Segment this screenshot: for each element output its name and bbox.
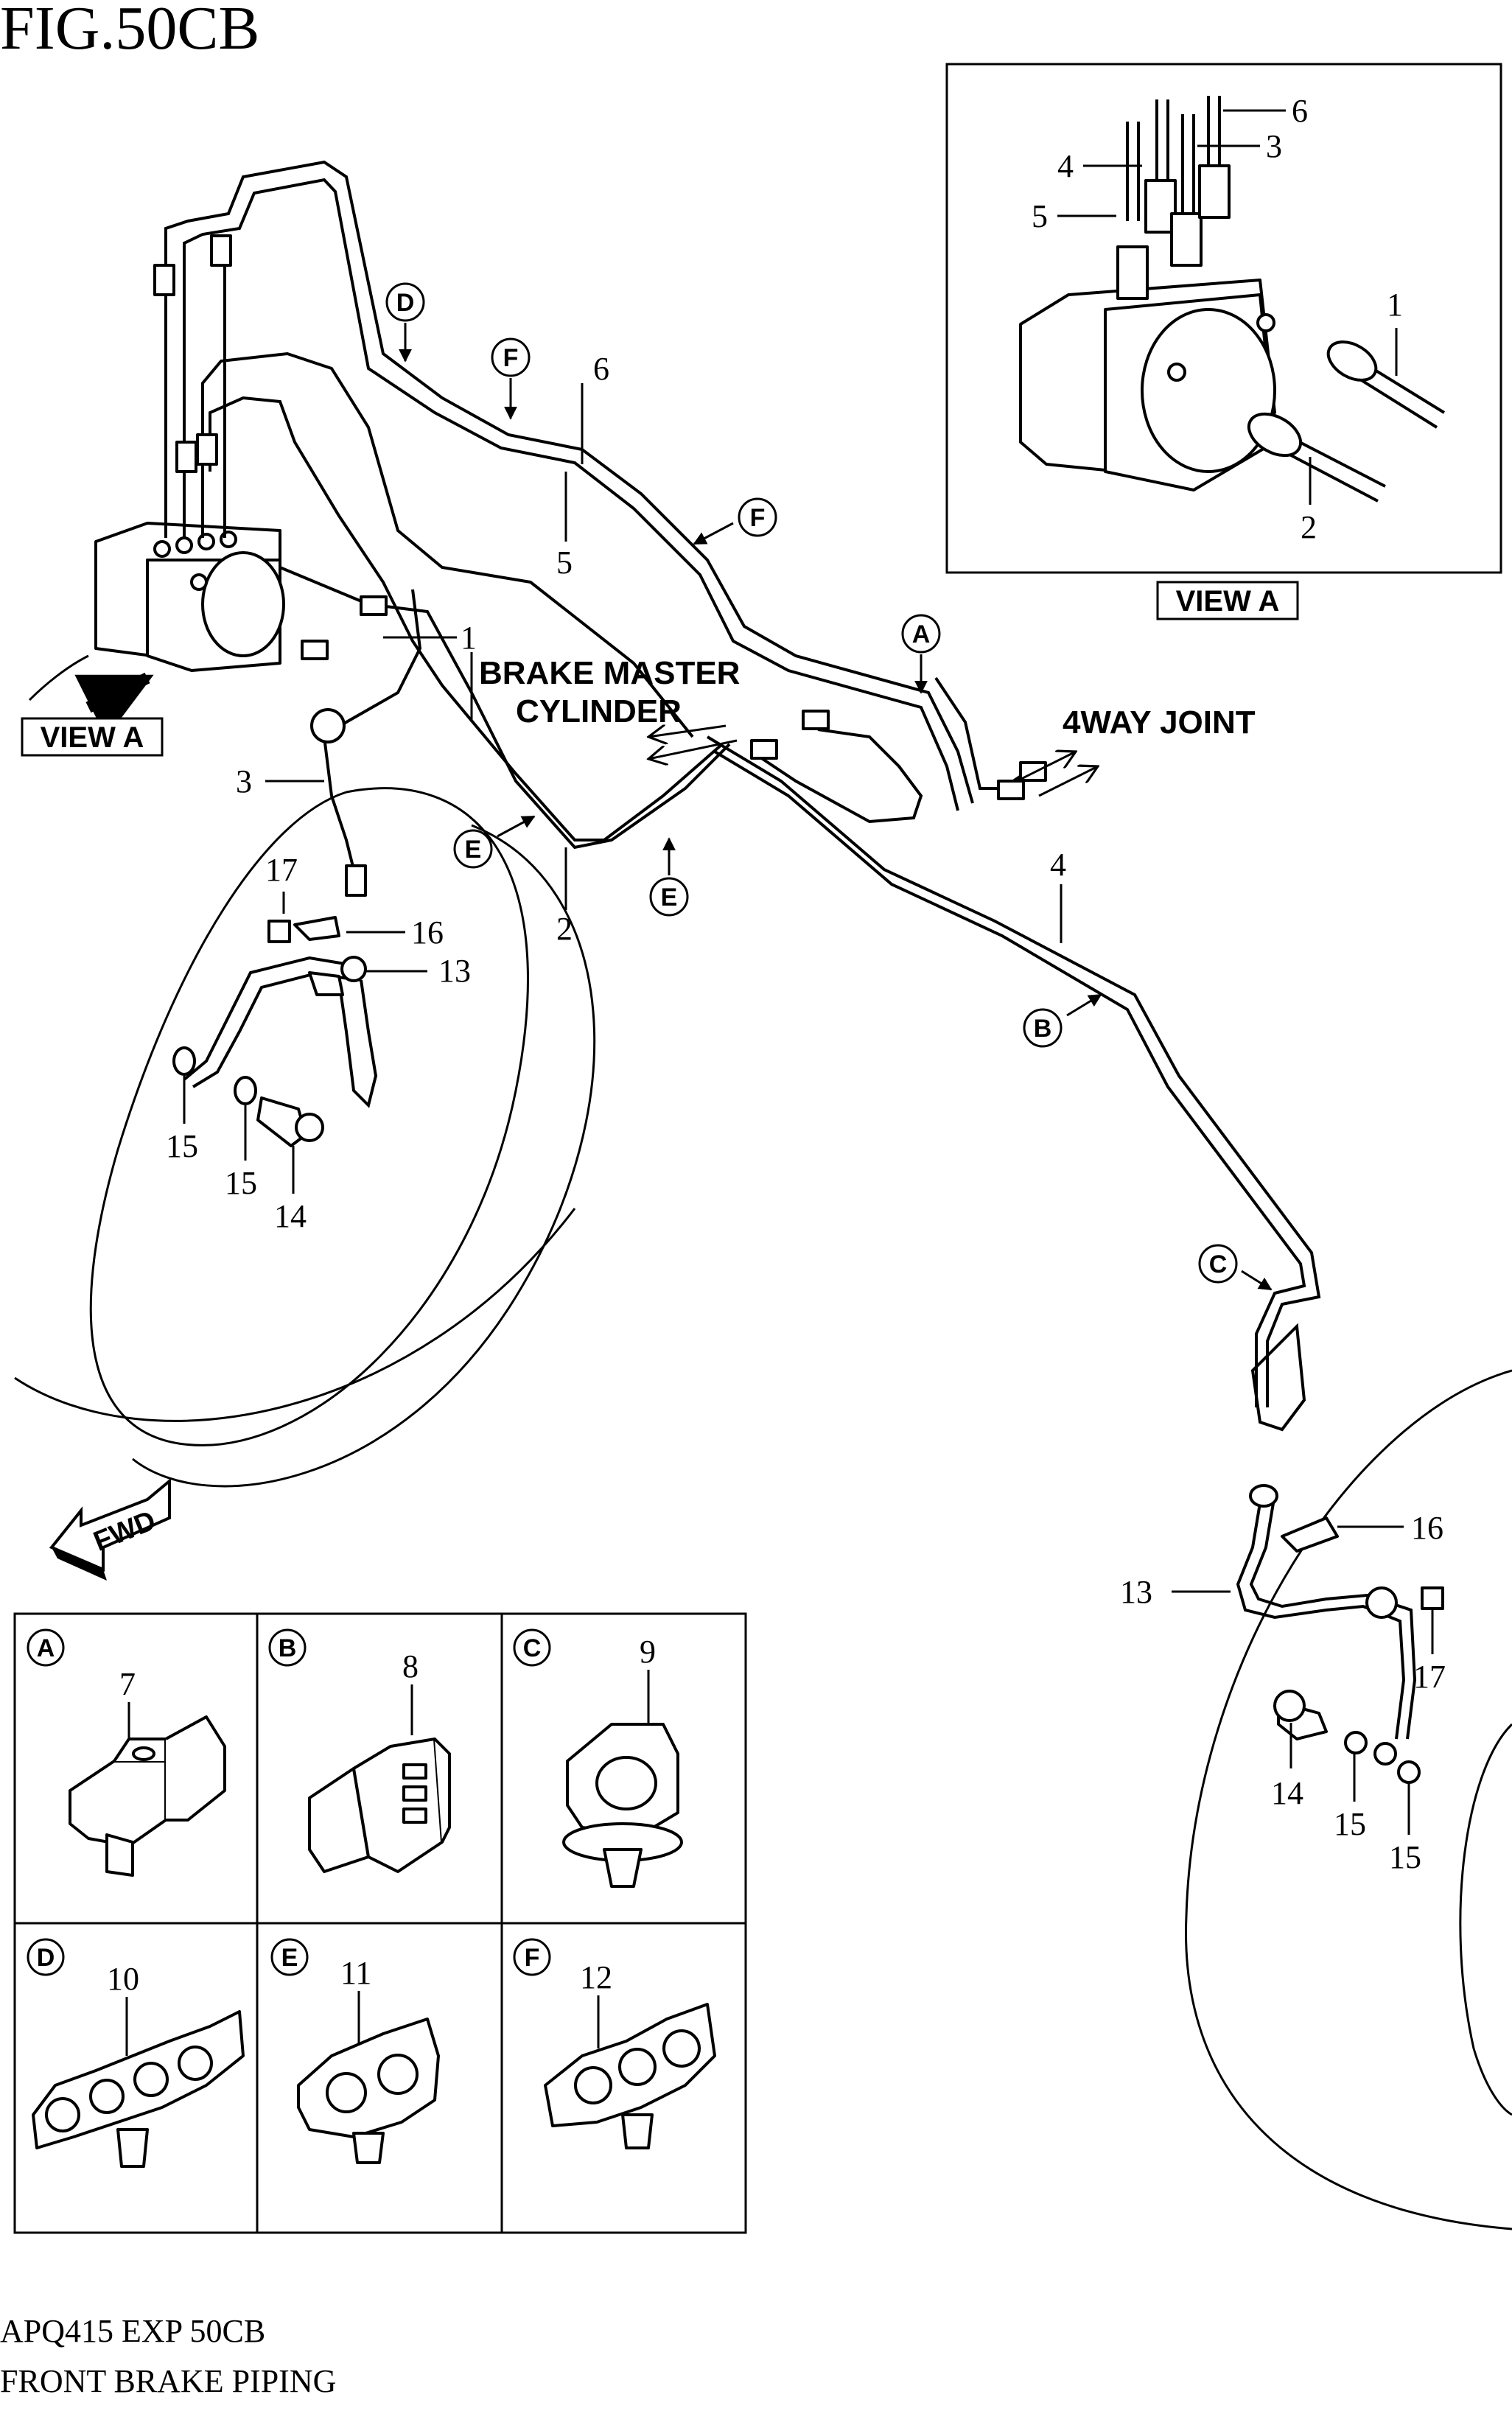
fwd-arrow: FWD [49,1477,171,1581]
label-4-main: 4 [1050,847,1066,883]
footer-name: FRONT BRAKE PIPING [0,2363,336,2399]
label-6-main: 6 [593,351,609,387]
label-5-main: 5 [556,545,573,581]
svg-text:C: C [1209,1250,1228,1278]
clamp-marker-d: D [385,282,425,363]
brake-master-label-line1: BRAKE MASTER [479,655,740,691]
view-a-label: VIEW A [41,721,144,754]
svg-text:B: B [279,1634,297,1662]
svg-text:E: E [465,836,482,864]
brake-pipes-main [153,160,1321,1432]
svg-text:A: A [37,1634,55,1662]
svg-text:F: F [750,504,766,532]
label-15-left-a: 15 [166,1128,198,1164]
view-a-indicator: VIEW A [21,654,164,757]
front-right-brake-hose [1236,1484,1444,1784]
label-11: 11 [340,1955,371,1991]
svg-text:E: E [661,883,678,911]
front-right-part-labels: 16 13 17 14 15 15 [1120,1510,1446,1875]
label-10: 10 [107,1961,139,1997]
detail-cell-a: A 7 [27,1628,226,1877]
clamp-marker-e-2: E [649,837,689,917]
label-14-right: 14 [1271,1775,1303,1811]
label-16-left: 16 [411,914,444,951]
svg-text:E: E [281,1944,298,1972]
label-8: 8 [402,1648,419,1684]
label-3-main: 3 [236,763,252,799]
detail-cell-c: C 9 [513,1628,683,1888]
label-1-main: 1 [461,620,477,656]
label-13-left: 13 [438,953,471,989]
svg-text:D: D [396,289,415,317]
label-15-right-a: 15 [1334,1806,1366,1842]
label-16-right: 16 [1411,1510,1443,1546]
label-9: 9 [640,1634,656,1670]
svg-text:VIEW A: VIEW A [1176,585,1280,617]
to-master-cylinder-arrow-2 [648,739,738,759]
svg-text:B: B [1034,1015,1052,1043]
label-5-inset: 5 [1032,198,1048,234]
four-way-joint-label: 4WAY JOINT [1063,704,1256,741]
detail-cell-e: E 11 [270,1938,440,2164]
detail-cell-b: B 8 [268,1628,451,1873]
front-left-part-labels: 17 16 13 15 15 14 [166,852,471,1234]
abs-hydraulic-unit [94,522,285,672]
four-way-joint-arrow-2 [1038,766,1098,797]
label-13-right: 13 [1120,1574,1152,1610]
footer-code: APQ415 EXP 50CB [0,2313,265,2349]
svg-text:F: F [503,344,519,372]
main-part-labels: 6 5 1 2 3 4 [236,351,1066,947]
label-17-left: 17 [265,852,298,888]
svg-text:F: F [525,1944,540,1972]
label-17-right: 17 [1413,1659,1446,1695]
clamp-marker-c: C [1198,1244,1273,1291]
label-7: 7 [119,1666,136,1702]
label-4-inset: 4 [1057,148,1074,184]
front-left-brake-hose [172,916,378,1147]
figure-title: FIG.50CB [0,0,259,63]
four-way-joint-arrow-1 [1016,752,1076,783]
clamp-marker-e-1: E [453,815,536,869]
svg-text:D: D [37,1944,55,1972]
detail-cell-f: F 12 [513,1938,716,2149]
detail-cell-d: D 10 [27,1938,245,2168]
label-2-main: 2 [556,911,573,947]
view-a-inset: 6 3 4 5 1 2 [945,63,1502,574]
clamp-marker-b: B [1023,993,1102,1048]
label-3-inset: 3 [1266,128,1282,164]
label-2-inset: 2 [1301,509,1317,545]
label-15-left-b: 15 [225,1165,257,1201]
svg-text:A: A [912,620,931,648]
clamp-marker-f-1: F [491,337,531,420]
svg-text:C: C [523,1634,542,1662]
label-6-inset: 6 [1292,93,1308,129]
label-12: 12 [580,1959,612,1995]
clamp-marker-a: A [901,614,941,694]
clamp-marker-f-2: F [693,497,777,545]
right-wheel-outline [1185,1369,1512,2230]
label-14-left: 14 [274,1198,307,1234]
left-wheel-outline [14,787,596,1488]
brake-master-label-line2: CYLINDER [516,693,682,729]
label-1-inset: 1 [1387,287,1403,323]
to-master-cylinder-arrow-1 [648,726,727,737]
label-15-right-b: 15 [1389,1839,1421,1875]
view-a-inset-caption: VIEW A [1156,581,1299,620]
